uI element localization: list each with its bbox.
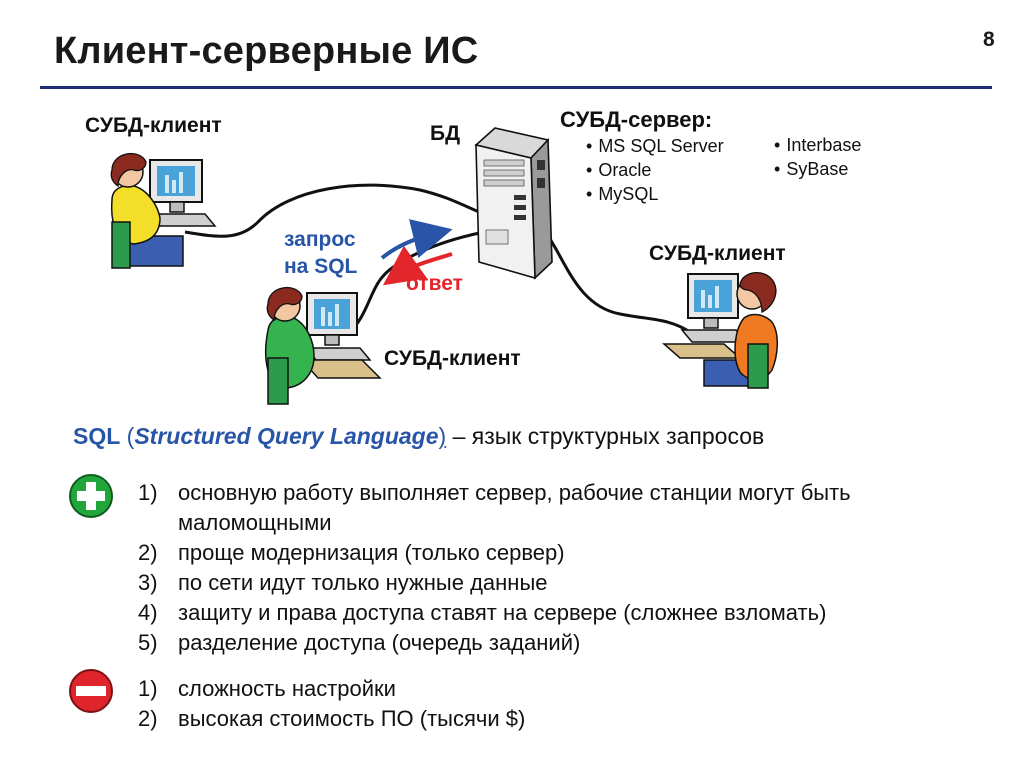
- sql-term: SQL: [73, 423, 121, 449]
- client-bottom-icon: [265, 286, 382, 405]
- paren-open: (: [126, 423, 135, 449]
- slide-title: Клиент-серверные ИС: [54, 30, 479, 72]
- request-arrow: [380, 219, 453, 260]
- sql-definition: SQL (Structured Query Language) – язык с…: [73, 423, 764, 450]
- list-item: 5) разделение доступа (очередь заданий): [138, 628, 968, 658]
- client-bottom-label: СУБД-клиент: [384, 347, 521, 370]
- response-label: ответ: [406, 272, 463, 295]
- client-top-label: СУБД-клиент: [85, 114, 222, 137]
- item-number: 2): [138, 706, 158, 731]
- request-label-line2: на SQL: [284, 255, 358, 278]
- list-item: 2) высокая стоимость ПО (тысячи $): [138, 704, 968, 734]
- pros-list: 1) основную работу выполняет сервер, рабо…: [138, 478, 968, 658]
- item-text: по сети идут только нужные данные: [178, 570, 548, 595]
- response-arrow: [382, 245, 453, 286]
- cable-right-client: [546, 235, 691, 334]
- cable-top-client: [184, 183, 485, 238]
- client-right-icon: [662, 272, 778, 389]
- paren-close: ): [438, 423, 447, 449]
- item-text: основную работу выполняет сервер, рабочи…: [178, 480, 851, 535]
- item-number: 1): [138, 676, 158, 701]
- item-text: проще модернизация (только сервер): [178, 540, 565, 565]
- db-label: БД: [430, 122, 461, 145]
- request-label: запрос на SQL: [284, 226, 357, 280]
- item-text: сложность настройки: [178, 676, 396, 701]
- server-item: Interbase: [774, 133, 861, 157]
- sql-expansion: Structured Query Language: [134, 423, 439, 449]
- title-divider: [40, 86, 992, 89]
- cons-list: 1) сложность настройки 2) высокая стоимост…: [138, 674, 968, 734]
- server-list-left: MS SQL Server Oracle MySQL: [586, 134, 724, 206]
- client-right-label: СУБД-клиент: [649, 242, 786, 265]
- server-list-right: Interbase SyBase: [774, 133, 861, 181]
- item-number: 2): [138, 540, 158, 565]
- list-item: 2) проще модернизация (только сервер): [138, 538, 968, 568]
- request-label-line1: запрос: [284, 228, 356, 251]
- page-number: 8: [983, 28, 995, 51]
- list-item: 1) основную работу выполняет сервер, рабо…: [138, 478, 968, 538]
- plus-icon: [69, 474, 113, 518]
- list-item: 1) сложность настройки: [138, 674, 968, 704]
- server-item: SyBase: [774, 157, 861, 181]
- list-item: 4) защиту и права доступа ставят на серве…: [138, 598, 968, 628]
- item-number: 3): [138, 570, 158, 595]
- item-text: разделение доступа (очередь заданий): [178, 630, 581, 655]
- client-top-left-icon: [110, 152, 217, 269]
- item-text: защиту и права доступа ставят на сервере…: [178, 600, 827, 625]
- server-item: Oracle: [586, 158, 724, 182]
- item-number: 1): [138, 480, 158, 505]
- server-tower-icon: [474, 127, 553, 280]
- server-item: MySQL: [586, 182, 724, 206]
- list-item: 3) по сети идут только нужные данные: [138, 568, 968, 598]
- server-item: MS SQL Server: [586, 134, 723, 158]
- minus-icon: [69, 669, 113, 713]
- sql-description: – язык структурных запросов: [446, 423, 765, 449]
- item-number: 5): [138, 630, 158, 655]
- item-number: 4): [138, 600, 158, 625]
- item-text: высокая стоимость ПО (тысячи $): [178, 706, 526, 731]
- server-label: СУБД-сервер:: [560, 107, 713, 132]
